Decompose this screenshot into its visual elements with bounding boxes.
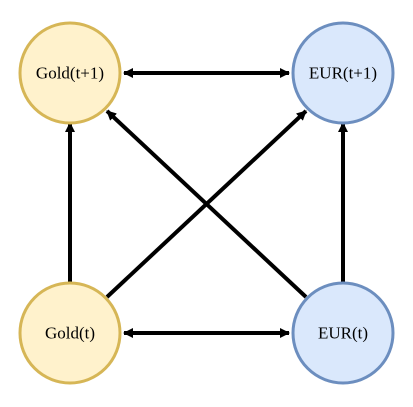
node-gold-t: Gold(t) xyxy=(18,281,122,385)
edges-layer xyxy=(65,68,348,338)
node-gold-t-circle xyxy=(18,281,122,385)
node-eur-t1: EUR(t+1) xyxy=(291,21,395,125)
edge-eur-t-to-gold-t1 xyxy=(105,109,308,299)
node-gold-t1: Gold(t+1) xyxy=(18,21,122,125)
node-eur-t: EUR(t) xyxy=(291,281,395,385)
node-gold-t1-label: Gold(t+1) xyxy=(36,64,104,83)
node-eur-t-circle xyxy=(291,281,395,385)
node-eur-t1-circle xyxy=(291,21,395,125)
node-gold-t1-circle xyxy=(18,21,122,125)
node-eur-t1-label: EUR(t+1) xyxy=(309,64,377,83)
node-eur-t-label: EUR(t) xyxy=(318,324,368,343)
node-gold-t-label: Gold(t) xyxy=(45,324,95,343)
